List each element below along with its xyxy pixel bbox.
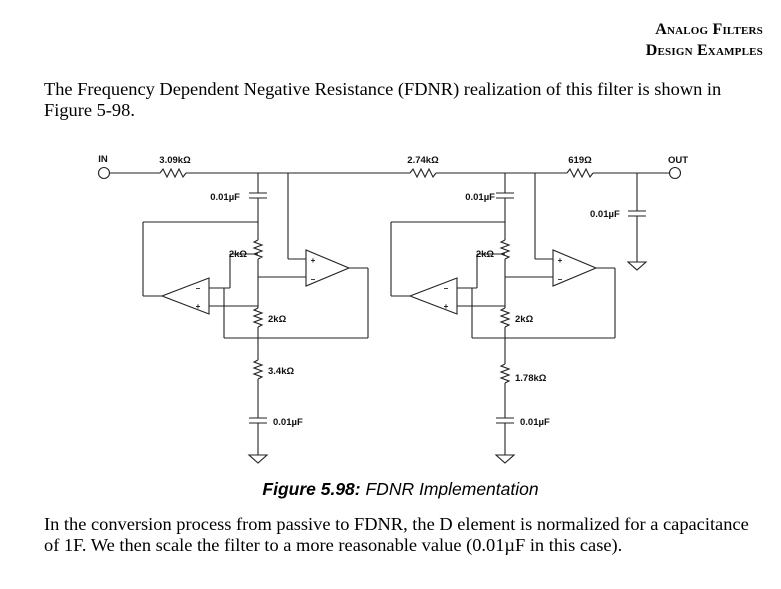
stage1-resistor-1	[252, 239, 264, 260]
svg-text:+: +	[196, 302, 201, 311]
svg-text:+: +	[558, 256, 563, 265]
figure-caption-label: Figure 5.98:	[262, 479, 361, 499]
svg-text:2kΩ: 2kΩ	[268, 314, 287, 325]
svg-text:1.78kΩ: 1.78kΩ	[515, 373, 547, 384]
svg-text:3.4kΩ: 3.4kΩ	[268, 366, 294, 377]
stage2-resistor-3	[499, 363, 511, 384]
svg-text:2kΩ: 2kΩ	[515, 314, 534, 325]
svg-text:–: –	[558, 275, 563, 284]
svg-text:0.01µF: 0.01µF	[520, 417, 550, 428]
svg-text:–: –	[311, 275, 316, 284]
svg-text:+: +	[444, 302, 449, 311]
svg-text:2kΩ: 2kΩ	[476, 249, 495, 260]
fdnr-stage-1: – + + – 0.01µF 2kΩ 2kΩ 3.4kΩ 0.01µF	[142, 173, 369, 464]
svg-text:–: –	[444, 284, 449, 293]
conclusion-paragraph: In the conversion process from passive t…	[44, 514, 749, 555]
svg-text:+: +	[311, 256, 316, 265]
fdnr-stage-2: – + + – 0.01µF 2kΩ 2kΩ 1.78kΩ 0.01µF	[390, 173, 616, 464]
stage2-resistor-1	[499, 239, 511, 260]
stage1-ground-symbol	[247, 454, 269, 464]
label-r-out: 619Ω	[568, 155, 592, 166]
label-out: OUT	[668, 155, 688, 166]
output-resistor	[566, 167, 594, 179]
svg-text:0.01µF: 0.01µF	[210, 192, 240, 203]
stage2-resistor-2	[499, 307, 511, 328]
stage1-resistor-3	[252, 359, 264, 380]
stage2-ground-symbol	[494, 454, 516, 464]
stage1-opamp-b	[305, 249, 351, 287]
label-r-mid: 2.74kΩ	[407, 155, 439, 166]
label-r-in: 3.09kΩ	[159, 155, 191, 166]
svg-text:0.01µF: 0.01µF	[465, 192, 495, 203]
mid-resistor	[409, 167, 437, 179]
label-c-out: 0.01µF	[590, 209, 620, 220]
intro-paragraph: The Frequency Dependent Negative Resista…	[44, 79, 722, 120]
stage2-opamp-a	[408, 277, 458, 315]
stage2-opamp-b	[552, 249, 598, 287]
label-in: IN	[98, 154, 108, 165]
output-terminal	[668, 166, 682, 180]
running-header-line2: Design Examples	[645, 42, 763, 59]
svg-text:–: –	[196, 284, 201, 293]
stage1-resistor-2	[252, 307, 264, 328]
figure-caption: Figure 5.98: FDNR Implementation	[0, 479, 781, 500]
svg-text:0.01µF: 0.01µF	[273, 417, 303, 428]
stage1-opamp-a	[160, 277, 210, 315]
figure-caption-text: FDNR Implementation	[360, 479, 539, 499]
input-terminal	[97, 166, 111, 180]
running-header-line1: Analog Filters	[655, 21, 763, 38]
input-resistor	[159, 167, 187, 179]
svg-text:2kΩ: 2kΩ	[229, 249, 248, 260]
output-ground-symbol	[626, 261, 648, 271]
